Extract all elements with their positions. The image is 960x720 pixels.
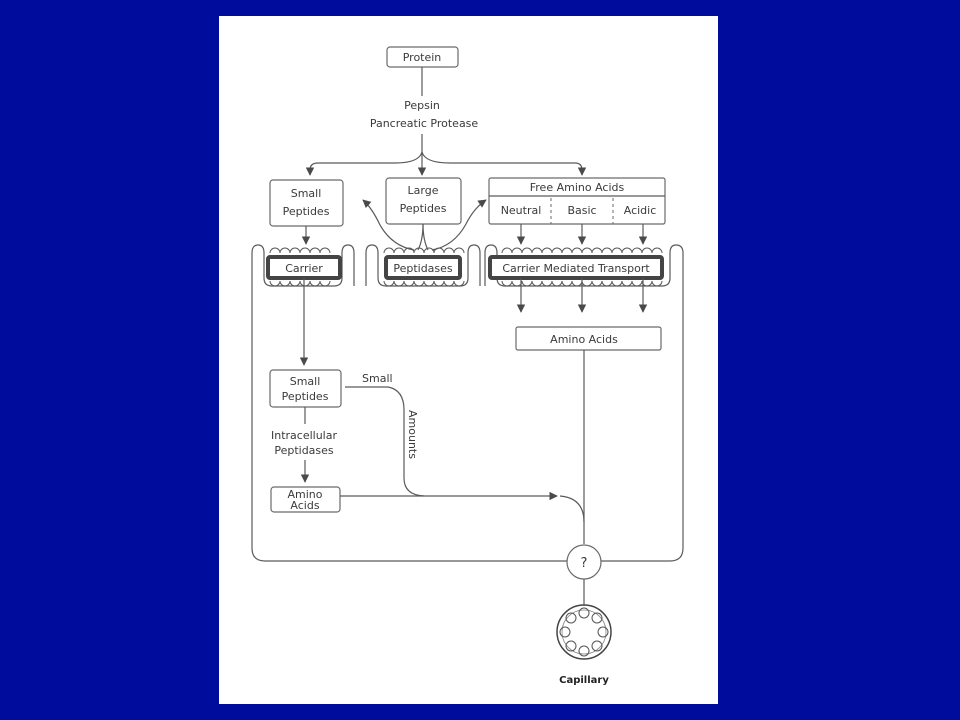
small-peptides-inner-line1: Small [290,375,321,388]
acidic-label: Acidic [624,204,657,217]
large-to-peptidases-stem-a [417,223,424,251]
intracellular-peptidases-line1: Intracellular [271,429,337,442]
carrier-mediated-transport-label: Carrier Mediated Transport [502,262,650,275]
pepsin-label: Pepsin [404,99,440,112]
branch-small-peptides [305,151,423,176]
villi-border-middle [365,244,481,287]
amino-acids-inner-line1: Amino [288,488,323,501]
large-peptides-line2: Peptides [400,202,447,215]
free-amino-acids-box [488,177,666,225]
pancreatic-protease-label: Pancreatic Protease [370,117,479,130]
carrier-mediated-transport-box [488,255,664,280]
protein-label: Protein [403,51,442,64]
small-peptides-top-line2: Peptides [283,205,330,218]
peptidases-to-free-amino-acids [431,199,487,251]
small-label: Small [362,372,393,385]
capillary-icon [556,604,612,660]
peptidases-box [384,255,462,280]
amounts-label: Amounts [406,410,419,459]
large-peptides-line1: Large [408,184,439,197]
basic-label: Basic [567,204,596,217]
large-to-peptidases-stem-b [422,223,429,251]
intracellular-peptidases-line2: Peptidases [274,444,334,457]
small-amounts-path [345,386,425,497]
amino-acids-label: Amino Acids [550,333,618,346]
amino-acids-inner-line2: Acids [290,499,319,512]
curve-to-junction [559,495,585,523]
small-peptides-inner-line2: Peptides [282,390,329,403]
free-amino-acids-label: Free Amino Acids [530,181,625,194]
peptidases-to-small-peptides [362,199,415,251]
capillary-label: Capillary [559,675,609,686]
neutral-label: Neutral [501,204,542,217]
cell-outline [251,253,684,562]
peptidases-label: Peptidases [393,262,453,275]
carrier-label: Carrier [285,262,323,275]
villi-border-left [251,244,355,287]
question-mark: ? [581,556,588,571]
small-peptides-top-line1: Small [291,187,322,200]
amino-acids-box [515,326,662,351]
branch-free-amino-acids [421,151,587,176]
amino-acids-inner-box [270,486,341,513]
